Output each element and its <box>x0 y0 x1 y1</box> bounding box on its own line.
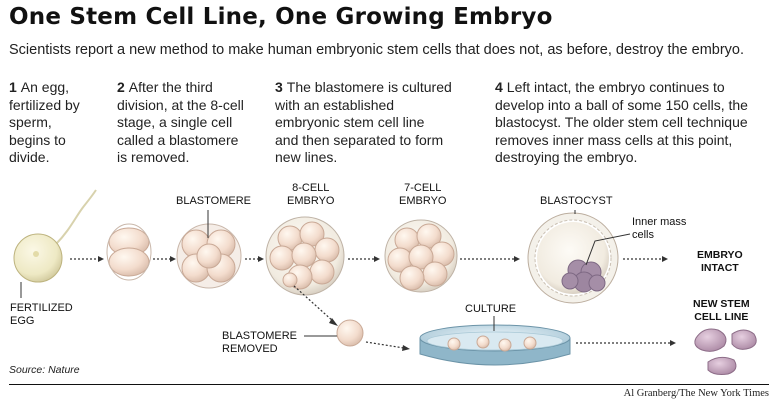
label-inner-mass: Inner mass cells <box>632 216 687 241</box>
label-blastomere: BLASTOMERE <box>176 195 251 207</box>
page-subtitle: Scientists report a new method to make h… <box>9 42 745 58</box>
arrow-7 <box>365 341 410 351</box>
new-stem-cells <box>694 328 757 375</box>
label-culture: CULTURE <box>465 303 517 315</box>
fertilized-egg <box>13 189 97 283</box>
label-seven-cell: 7-CELL EMBRYO <box>399 182 447 207</box>
arrow-5 <box>460 256 520 262</box>
four-cell-embryo <box>176 223 242 289</box>
step-number: 2 <box>117 79 125 95</box>
page-title: One Stem Cell Line, One Growing Embryo <box>9 4 553 30</box>
two-cell-embryo <box>106 223 152 281</box>
step-number: 1 <box>9 79 17 95</box>
label-blastomere-removed: BLASTOMERE REMOVED <box>222 330 297 355</box>
blastocyst <box>527 212 619 304</box>
inner-mass-cells <box>561 259 606 293</box>
label-blastocyst: BLASTOCYST <box>540 195 613 207</box>
label-embryo-intact: EMBRYO INTACT <box>697 249 743 274</box>
arrow-8 <box>576 340 676 346</box>
label-new-stem-cell-line: NEW STEM CELL LINE <box>693 298 750 323</box>
seven-cell-embryo <box>384 219 458 293</box>
label-eight-cell: 8-CELL EMBRYO <box>287 182 335 207</box>
step-number: 4 <box>495 79 503 95</box>
step-number: 3 <box>275 79 283 95</box>
label-fertilized-egg: FERTILIZED EGG <box>10 302 73 327</box>
footer-rule <box>9 384 769 385</box>
removed-blastomere <box>336 319 364 347</box>
arrow-3 <box>245 256 264 262</box>
eight-cell-embryo <box>265 216 345 296</box>
culture-dish <box>419 324 571 366</box>
arrow-1 <box>70 256 104 262</box>
arrow-2 <box>153 256 176 262</box>
source-note: Source: Nature <box>9 364 80 376</box>
removal-arrow <box>293 285 338 326</box>
credit-line: Al Granberg/The New York Times <box>623 388 769 399</box>
arrow-4 <box>348 256 380 262</box>
arrow-6 <box>623 256 668 262</box>
